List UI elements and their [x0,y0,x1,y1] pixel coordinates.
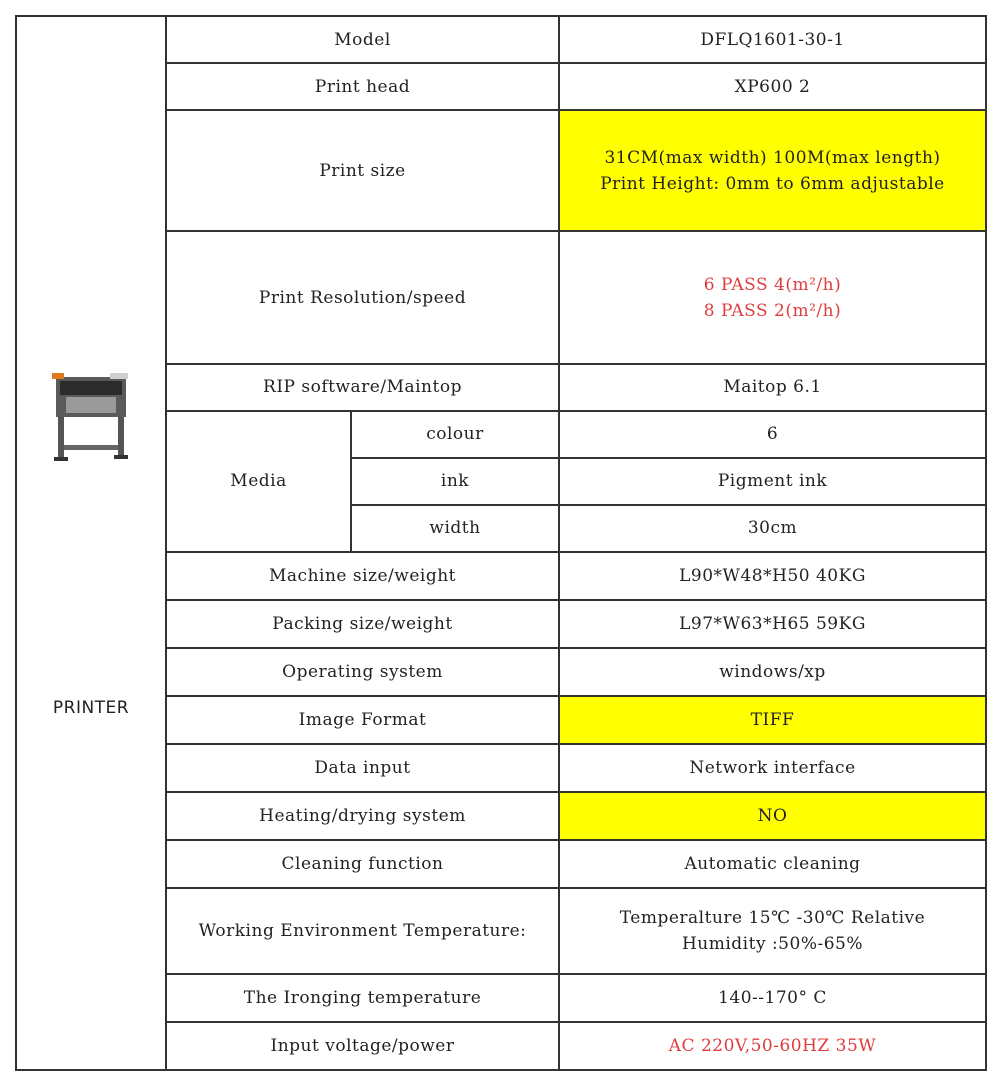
cleaning-value: Automatic cleaning [558,839,987,890]
row-media-ink: ink Pigment ink [16,456,987,506]
row-environment: Working Environment Temperature: Tempera… [16,887,987,975]
row-print-size: Print size 31CM(max width) 100M(max leng… [16,109,987,233]
machine-size-label: Machine size/weight [165,550,560,602]
category-label: PRINTER [52,698,130,718]
voltage-value: AC 220V,50-60HZ 35W [558,1020,987,1072]
resolution-label: Print Resolution/speed [165,230,560,365]
environment-label: Working Environment Temperature: [165,887,560,975]
row-voltage: Input voltage/power AC 220V,50-60HZ 35W [16,1020,987,1072]
resolution-line2: 8 PASS 2(m²/h) [703,300,842,321]
image-format-value: TIFF [558,695,987,746]
media-ink-label: ink [350,456,560,506]
machine-size-value: L90*W48*H50 40KG [558,550,987,602]
row-resolution: Print Resolution/speed 6 PASS 4(m²/h) 8 … [16,230,987,365]
row-data-input: Data input Network interface [16,743,987,794]
rip-label: RIP software/Maintop [165,362,560,412]
row-media-colour: Media colour 6 [16,409,987,553]
row-image-format: Image Format TIFF [16,695,987,746]
ironing-value: 140--170° C [558,972,987,1023]
media-ink-value: Pigment ink [558,456,987,506]
row-packing-size: Packing size/weight L97*W63*H65 59KG [16,599,987,650]
data-input-value: Network interface [558,743,987,794]
print-size-line2: Print Height: 0mm to 6mm adjustable [600,173,945,194]
row-os: Operating system windows/xp [16,647,987,698]
row-machine-size: Machine size/weight L90*W48*H50 40KG [16,550,987,602]
media-width-value: 30cm [558,503,987,553]
resolution-value: 6 PASS 4(m²/h) 8 PASS 2(m²/h) [558,230,987,365]
heating-value: NO [558,791,987,842]
row-print-head: Print head XP600 2 [16,62,987,112]
row-cleaning: Cleaning function Automatic cleaning [16,839,987,890]
print-head-label: Print head [165,62,560,112]
environment-value: Temperalture 15℃ -30℃ Relative Humidity … [558,887,987,975]
row-rip: RIP software/Maintop Maitop 6.1 [16,362,987,412]
cleaning-label: Cleaning function [165,839,560,890]
media-label: Media [165,409,352,553]
voltage-label: Input voltage/power [165,1020,560,1072]
packing-size-label: Packing size/weight [165,599,560,650]
print-head-value: XP600 2 [558,62,987,112]
media-width-label: width [350,503,560,553]
row-model: PRINTER Model DFLQ1601-30-1 [15,14,987,1071]
resolution-line1: 6 PASS 4(m²/h) [703,274,842,295]
os-label: Operating system [165,647,560,698]
os-value: windows/xp [558,647,987,698]
spec-table: PRINTER Model DFLQ1601-30-1 Print head X… [15,14,987,1072]
data-input-label: Data input [165,743,560,794]
media-colour-value: 6 [558,409,987,459]
model-label: Model [165,14,560,65]
printer-machine-image [52,373,128,461]
environment-line2: Humidity :50%-65% [681,934,864,955]
media-colour-label: colour [350,409,560,459]
heating-label: Heating/drying system [165,791,560,842]
packing-size-value: L97*W63*H65 59KG [558,599,987,650]
row-heating: Heating/drying system NO [16,791,987,842]
ironing-label: The Ironging temperature [165,972,560,1023]
row-media-width: width 30cm [16,503,987,553]
print-size-value: 31CM(max width) 100M(max length) Print H… [558,109,987,233]
row-ironing: The Ironging temperature 140--170° C [16,972,987,1023]
print-size-line1: 31CM(max width) 100M(max length) [604,147,941,168]
rip-value: Maitop 6.1 [558,362,987,412]
environment-line1: Temperalture 15℃ -30℃ Relative [619,908,926,929]
image-format-label: Image Format [165,695,560,746]
model-value: DFLQ1601-30-1 [558,14,987,65]
print-size-label: Print size [165,109,560,233]
category-cell: PRINTER [15,15,167,1071]
